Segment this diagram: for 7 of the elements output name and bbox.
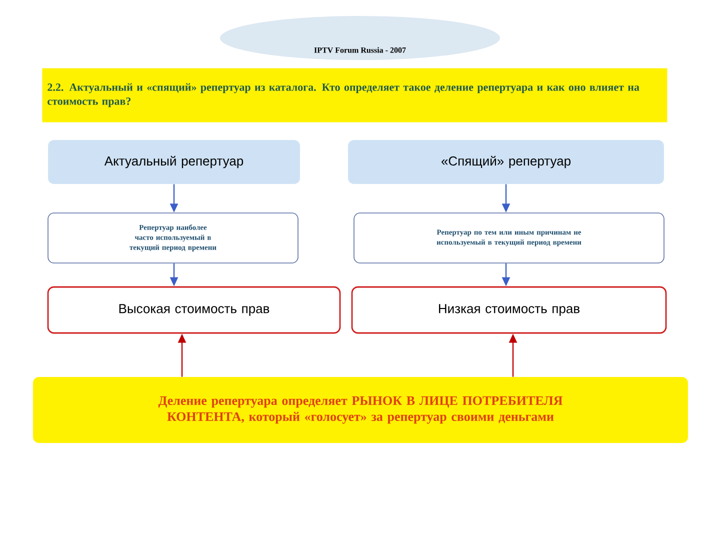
title-banner: 2.2. Актуальный и «спящий» репертуар из каталога. Кто определяет такое деление репертуара и как оно влияет на стоимость прав? xyxy=(42,68,668,122)
price-box: Низкая стоимость прав xyxy=(351,286,667,334)
header-text: IPTV Forum Russia - 2007 xyxy=(314,47,406,53)
category-box: «Спящий» репертуар xyxy=(348,140,664,184)
category-box: Актуальный репертуар xyxy=(48,140,300,184)
price-box: Высокая стоимость прав xyxy=(47,286,341,334)
conclusion-box: Деление репертуара определяет РЫНОК В ЛИЦЕ ПОТРЕБИТЕЛЯ КОНТЕНТА, который «голосует» за репертуар своими деньгами xyxy=(33,377,688,443)
